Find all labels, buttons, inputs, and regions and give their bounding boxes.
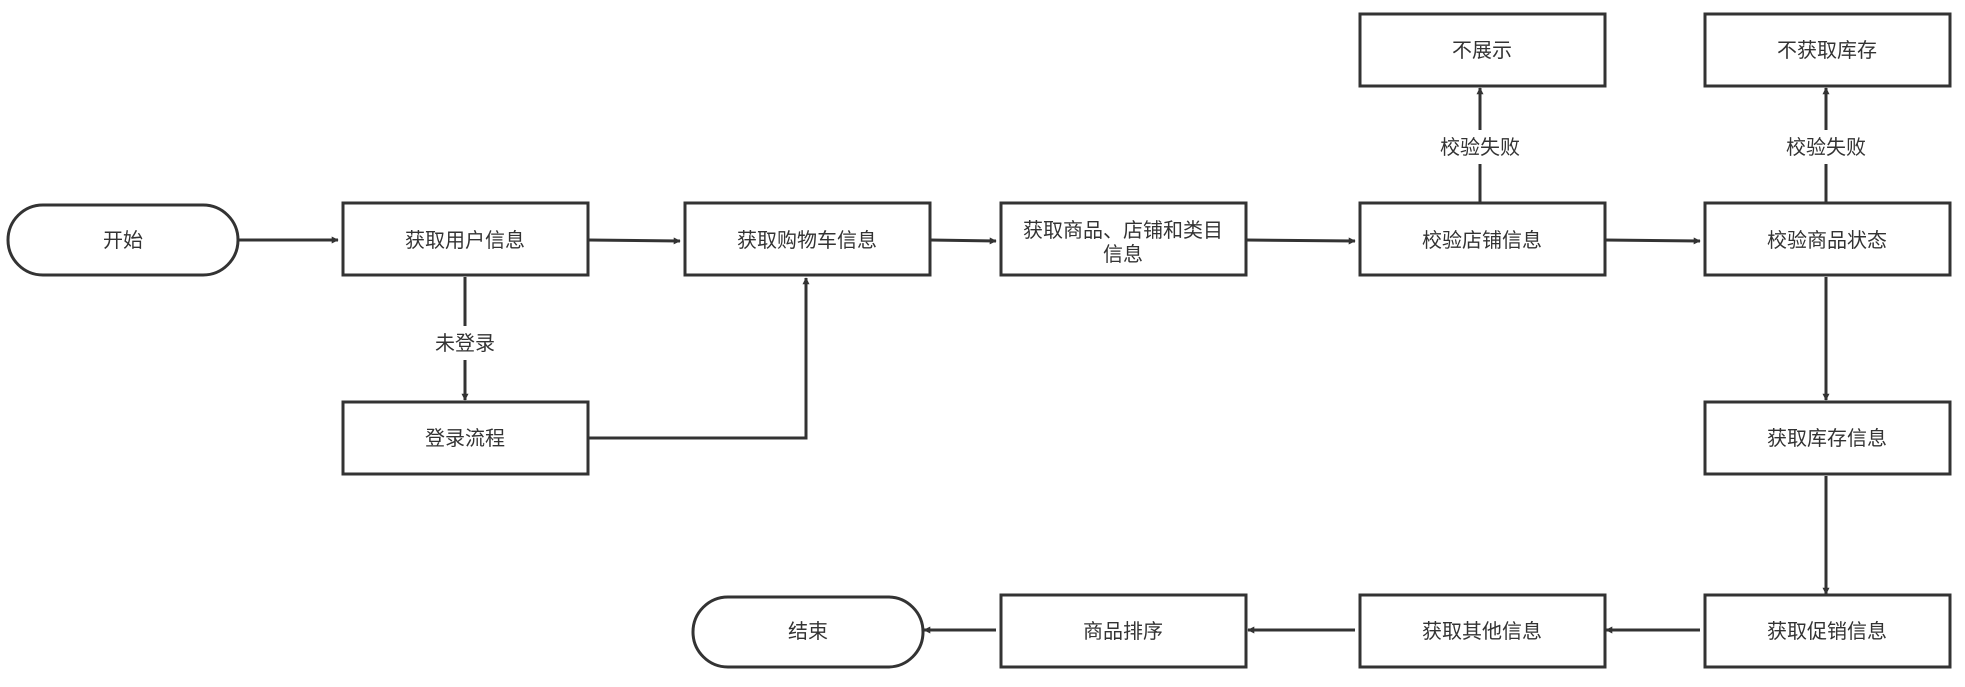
node-get-other: 获取其他信息: [1358, 593, 1607, 669]
node-sort-text: 商品排序: [1083, 619, 1163, 643]
node-get-product: 获取商品、店铺和类目 信息: [999, 201, 1248, 277]
node-get-stock-text: 获取库存信息: [1767, 426, 1887, 450]
node-not-show: 不展示: [1358, 12, 1607, 88]
node-check-shop: 校验店铺信息: [1358, 201, 1607, 277]
edge-shop-to-productcheck: [1603, 237, 1701, 245]
node-no-stock-text: 不获取库存: [1777, 38, 1877, 62]
node-end-text: 结束: [788, 619, 828, 643]
node-check-product: 校验商品状态: [1703, 201, 1952, 277]
edge-labels: 未登录 校验失败 校验失败: [428, 130, 1870, 360]
node-get-user: 获取用户信息: [341, 201, 590, 277]
node-get-user-text: 获取用户信息: [405, 228, 525, 252]
edge-login-to-cart: [588, 277, 810, 440]
node-start: 开始: [6, 203, 240, 277]
node-get-product-text-line1: 获取商品、店铺和类目: [1023, 218, 1223, 242]
node-get-other-text: 获取其他信息: [1422, 619, 1542, 643]
node-end: 结束: [691, 595, 925, 669]
node-get-cart: 获取购物车信息: [683, 201, 932, 277]
edge-label-not-logged-in: 未登录: [435, 331, 495, 355]
edge-cart-to-product: [929, 237, 997, 245]
node-login-text: 登录流程: [425, 426, 505, 450]
node-get-stock: 获取库存信息: [1703, 400, 1952, 476]
node-get-cart-text: 获取购物车信息: [737, 228, 877, 252]
edge-label-shop-fail: 校验失败: [1440, 135, 1520, 159]
node-login: 登录流程: [341, 400, 590, 476]
node-get-product-text-line2: 信息: [1103, 242, 1143, 266]
node-start-text: 开始: [103, 228, 143, 252]
node-check-shop-text: 校验店铺信息: [1422, 228, 1542, 252]
node-check-product-text: 校验商品状态: [1767, 228, 1887, 252]
edge-label-product-fail: 校验失败: [1786, 135, 1866, 159]
node-sort: 商品排序: [999, 593, 1248, 669]
edge-product-to-shop: [1245, 237, 1356, 245]
node-get-promo-text: 获取促销信息: [1767, 619, 1887, 643]
node-get-promo: 获取促销信息: [1703, 593, 1952, 669]
edge-user-to-cart: [587, 237, 681, 245]
node-not-show-text: 不展示: [1452, 38, 1512, 62]
node-no-stock: 不获取库存: [1703, 12, 1952, 88]
